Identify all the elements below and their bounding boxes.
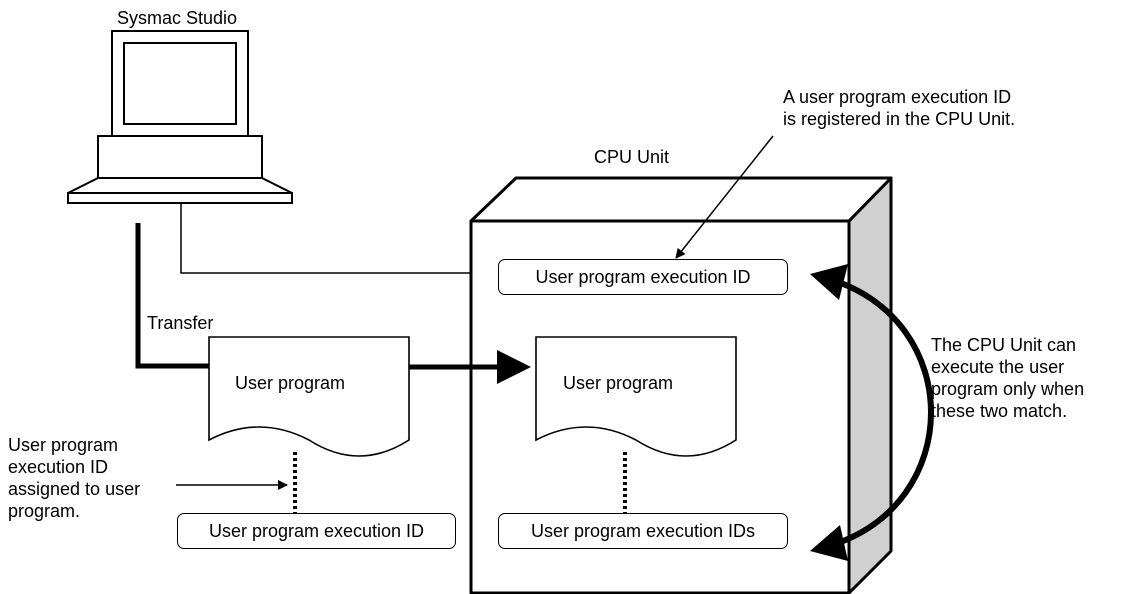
cpu-program-label: User program — [563, 373, 674, 393]
keyboard-front — [67, 192, 293, 204]
transfer-line — [135, 223, 209, 369]
pc-program-document — [208, 336, 410, 457]
match-curved-arrow — [828, 276, 934, 549]
cpu-top-face — [469, 176, 893, 223]
match-arrow-head-top — [810, 264, 848, 300]
cpu-side-face — [847, 176, 893, 594]
cpu-program-document — [535, 336, 737, 457]
pc-program-label: User program — [235, 373, 346, 393]
cpu-program-ids-box: User program execution IDs — [498, 513, 788, 549]
keyboard-top — [67, 177, 293, 194]
pc-program-id-box: User program execution ID — [177, 513, 456, 549]
sysmac-studio-label: Sysmac Studio — [117, 8, 238, 28]
monitor-screen — [123, 42, 237, 125]
registered-note-arrow — [675, 135, 774, 259]
assigned-note: User program execution ID assigned to us… — [8, 435, 141, 521]
computer-base — [97, 135, 263, 179]
transfer-label: Transfer — [147, 313, 214, 333]
connection-line — [180, 203, 471, 274]
computer-icon — [67, 30, 293, 204]
cpu-registered-id-box: User program execution ID — [498, 259, 788, 295]
match-arrow-head-bottom — [810, 525, 848, 561]
transfer-arrow-head — [497, 350, 531, 384]
match-note: The CPU Unit can execute the user progra… — [931, 335, 1085, 421]
registered-note: A user program execution ID is registere… — [783, 87, 1016, 129]
cpu-unit-label: CPU Unit — [594, 147, 670, 167]
